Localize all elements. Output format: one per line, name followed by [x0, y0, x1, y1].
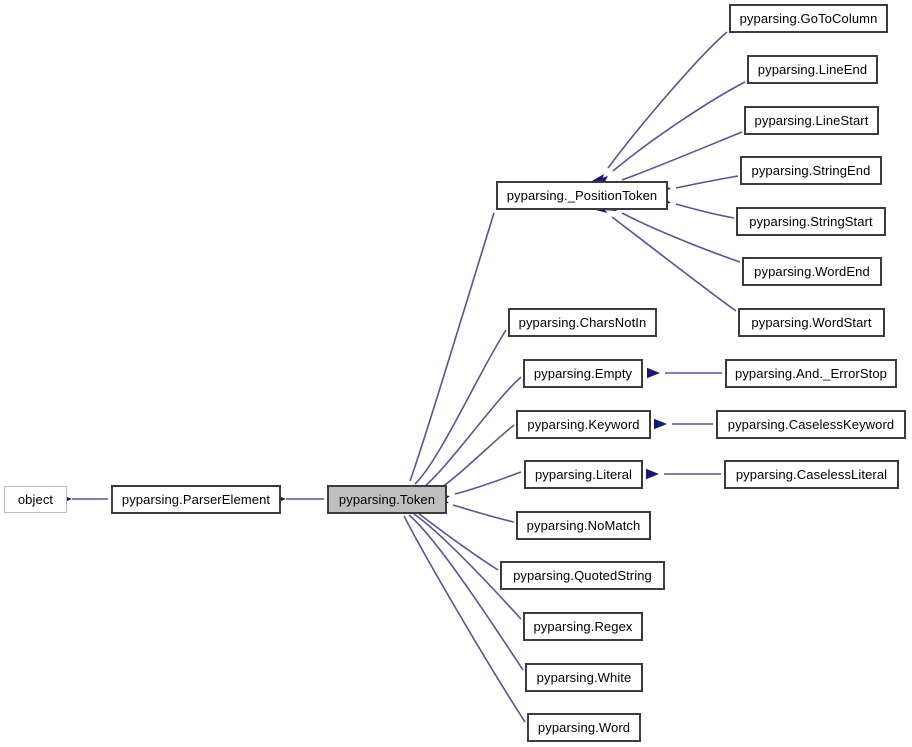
- inheritance-arrowhead: [654, 418, 667, 430]
- class-node-label: pyparsing.Empty: [533, 366, 633, 381]
- inheritance-edge: [408, 514, 524, 671]
- class-node-label: pyparsing.StringEnd: [751, 163, 871, 178]
- class-node-keyword[interactable]: pyparsing.Keyword: [516, 410, 651, 439]
- class-node-lineend[interactable]: pyparsing.LineEnd: [747, 55, 878, 84]
- class-node-label: pyparsing.CharsNotIn: [518, 315, 647, 330]
- inheritance-edge: [437, 424, 515, 491]
- inheritance-edge: [409, 212, 495, 482]
- class-node-label: pyparsing.CaselessKeyword: [727, 417, 895, 432]
- class-node-label: pyparsing.QuotedString: [513, 568, 652, 583]
- inheritance-edge: [675, 175, 739, 189]
- inheritance-edge: [414, 329, 507, 485]
- class-node-token[interactable]: pyparsing.Token: [327, 485, 447, 514]
- class-node-label: pyparsing.LineStart: [754, 113, 869, 128]
- class-node-label: pyparsing.Regex: [533, 619, 633, 634]
- class-node-anderrorstop[interactable]: pyparsing.And._ErrorStop: [725, 359, 897, 388]
- class-node-label: pyparsing.And._ErrorStop: [735, 366, 887, 381]
- class-node-wordend[interactable]: pyparsing.WordEnd: [742, 257, 882, 286]
- inheritance-edge: [607, 31, 728, 169]
- class-node-linestart[interactable]: pyparsing.LineStart: [744, 106, 879, 135]
- class-node-label: pyparsing.CaselessLiteral: [735, 467, 888, 482]
- inheritance-arrowhead: [646, 468, 659, 480]
- class-node-label: pyparsing.NoMatch: [526, 518, 641, 533]
- class-node-literal[interactable]: pyparsing.Literal: [524, 460, 643, 489]
- class-node-label: pyparsing.GoToColumn: [739, 11, 878, 26]
- inheritance-edge: [454, 471, 522, 495]
- class-node-positiontoken[interactable]: pyparsing._PositionToken: [496, 181, 668, 210]
- class-node-object[interactable]: object: [4, 486, 67, 513]
- class-node-regex[interactable]: pyparsing.Regex: [523, 612, 643, 641]
- class-node-empty[interactable]: pyparsing.Empty: [523, 359, 643, 388]
- class-node-label: pyparsing.Keyword: [527, 417, 640, 432]
- inheritance-edge: [423, 376, 522, 488]
- inheritance-edge: [612, 81, 746, 172]
- class-node-gotocolumn[interactable]: pyparsing.GoToColumn: [729, 4, 888, 33]
- class-node-quotedstring[interactable]: pyparsing.QuotedString: [500, 561, 665, 590]
- class-node-caselessliteral[interactable]: pyparsing.CaselessLiteral: [724, 460, 899, 489]
- class-node-label: pyparsing.ParserElement: [121, 492, 271, 507]
- class-node-parserelement[interactable]: pyparsing.ParserElement: [111, 485, 281, 514]
- class-node-label: pyparsing.Token: [338, 492, 436, 507]
- class-node-label: pyparsing.LineEnd: [757, 62, 868, 77]
- class-node-label: pyparsing._PositionToken: [506, 188, 658, 203]
- class-node-label: object: [17, 492, 54, 507]
- class-node-label: pyparsing.Word: [537, 720, 631, 735]
- class-node-wordstart[interactable]: pyparsing.WordStart: [738, 308, 885, 337]
- class-node-white[interactable]: pyparsing.White: [525, 663, 643, 692]
- class-node-stringstart[interactable]: pyparsing.StringStart: [736, 207, 886, 236]
- class-node-label: pyparsing.WordEnd: [754, 264, 870, 279]
- inheritance-edge: [417, 512, 499, 571]
- inheritance-arrowhead: [647, 367, 660, 379]
- class-node-stringend[interactable]: pyparsing.StringEnd: [740, 156, 882, 185]
- class-node-label: pyparsing.White: [536, 670, 632, 685]
- class-node-charsnotin[interactable]: pyparsing.CharsNotIn: [508, 308, 657, 337]
- class-node-caselesskeyword[interactable]: pyparsing.CaselessKeyword: [716, 410, 906, 439]
- class-node-nomatch[interactable]: pyparsing.NoMatch: [516, 511, 651, 540]
- inheritance-edge: [403, 515, 526, 723]
- inheritance-edge: [611, 216, 737, 312]
- inheritance-edge: [452, 504, 515, 523]
- inheritance-edge: [621, 212, 741, 263]
- inheritance-edge: [621, 131, 743, 181]
- class-node-word[interactable]: pyparsing.Word: [527, 713, 641, 742]
- inheritance-edge: [675, 203, 735, 219]
- class-node-label: pyparsing.Literal: [534, 467, 633, 482]
- class-node-label: pyparsing.WordStart: [751, 315, 872, 330]
- class-node-label: pyparsing.StringStart: [749, 214, 873, 229]
